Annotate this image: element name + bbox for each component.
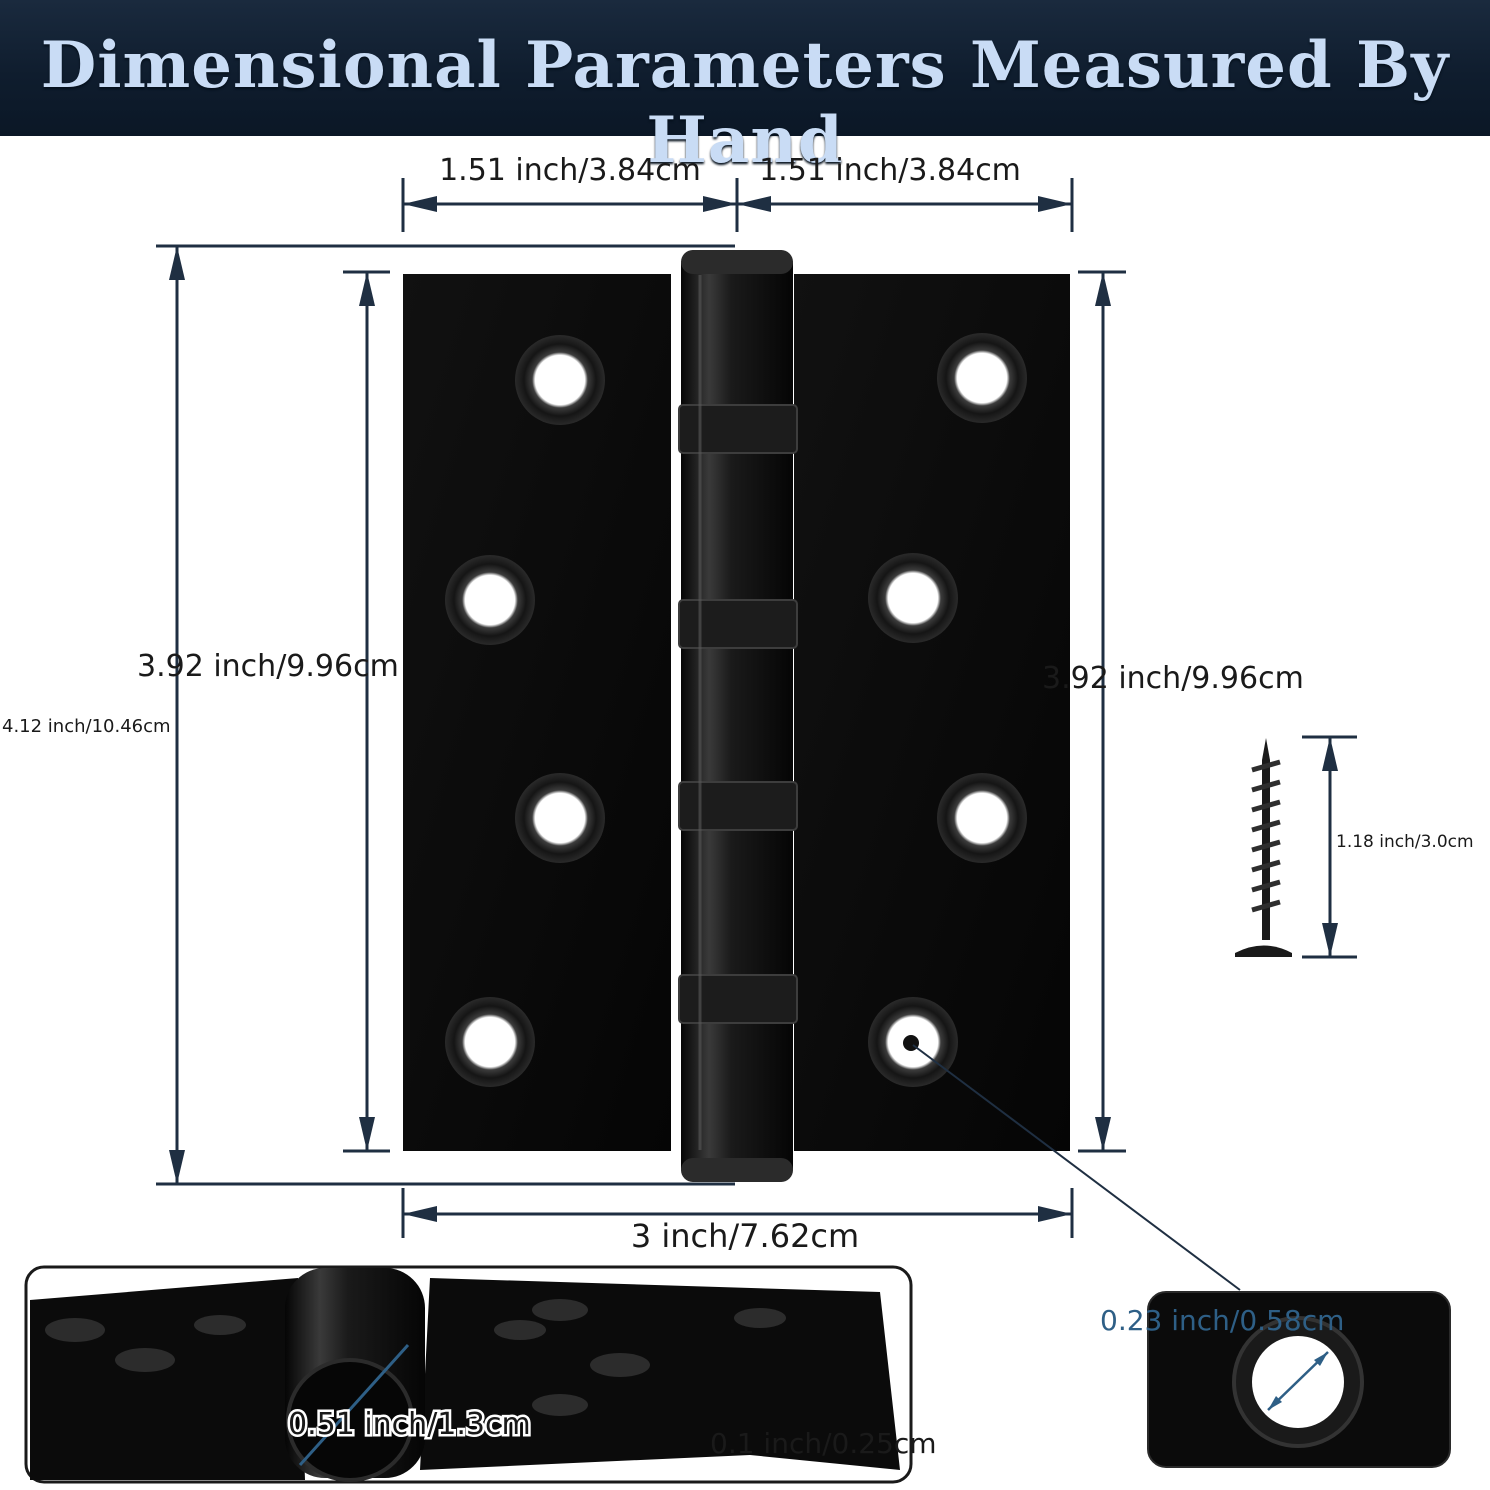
hinge-leaf-left bbox=[403, 274, 671, 1151]
screw-holes bbox=[445, 333, 1027, 1087]
screw-hole bbox=[937, 333, 1027, 423]
screw-image bbox=[1235, 738, 1292, 957]
label-total-height: 4.12 inch/10.46cm bbox=[2, 716, 171, 737]
label-hole-diameter: 0.23 inch/0.58cm bbox=[1100, 1304, 1344, 1337]
label-leaf-height-right: 3.92 inch/9.96cm bbox=[1042, 661, 1304, 696]
screw-hole bbox=[515, 773, 605, 863]
banner-title: Dimensional Parameters Measured By Hand bbox=[40, 28, 1450, 178]
label-leaf-width-left: 1.51 inch/3.84cm bbox=[439, 153, 701, 188]
label-leaf-width-right: 1.51 inch/3.84cm bbox=[759, 153, 1021, 188]
screw-hole bbox=[445, 997, 535, 1087]
hinge-barrel bbox=[678, 250, 798, 1182]
hole-detail bbox=[1147, 1291, 1451, 1468]
label-screw-length: 1.18 inch/3.0cm bbox=[1336, 832, 1474, 852]
screw-hole bbox=[515, 335, 605, 425]
dimension-lines bbox=[156, 178, 1357, 1238]
hinge-main bbox=[403, 250, 1070, 1182]
label-leaf-thickness: 0.1 inch/0.25cm bbox=[710, 1427, 937, 1460]
screw-hole bbox=[868, 553, 958, 643]
hole-leader-line bbox=[912, 1044, 1241, 1291]
label-leaf-height-left: 3.92 inch/9.96cm bbox=[137, 649, 399, 684]
side-view-detail bbox=[24, 1265, 913, 1484]
title-banner: Dimensional Parameters Measured By Hand bbox=[0, 0, 1490, 178]
screw-hole bbox=[937, 773, 1027, 863]
screw-hole bbox=[445, 555, 535, 645]
label-knuckle-diameter: 0.51 inch/1.3cm bbox=[288, 1407, 531, 1442]
label-total-width: 3 inch/7.62cm bbox=[631, 1217, 859, 1255]
